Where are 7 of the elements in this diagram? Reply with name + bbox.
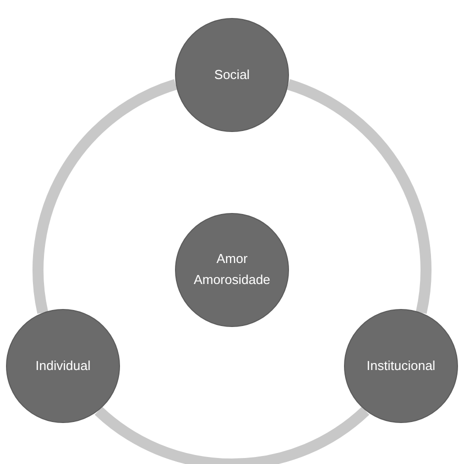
ring-arc — [286, 79, 432, 314]
node-label: Institucional — [366, 356, 436, 375]
node-label: Individual — [36, 356, 90, 375]
node-label: Amor Amorosidade — [192, 250, 272, 289]
node-label: Social — [214, 66, 250, 84]
ring-arc — [94, 406, 370, 464]
ring-arc — [32, 79, 178, 314]
